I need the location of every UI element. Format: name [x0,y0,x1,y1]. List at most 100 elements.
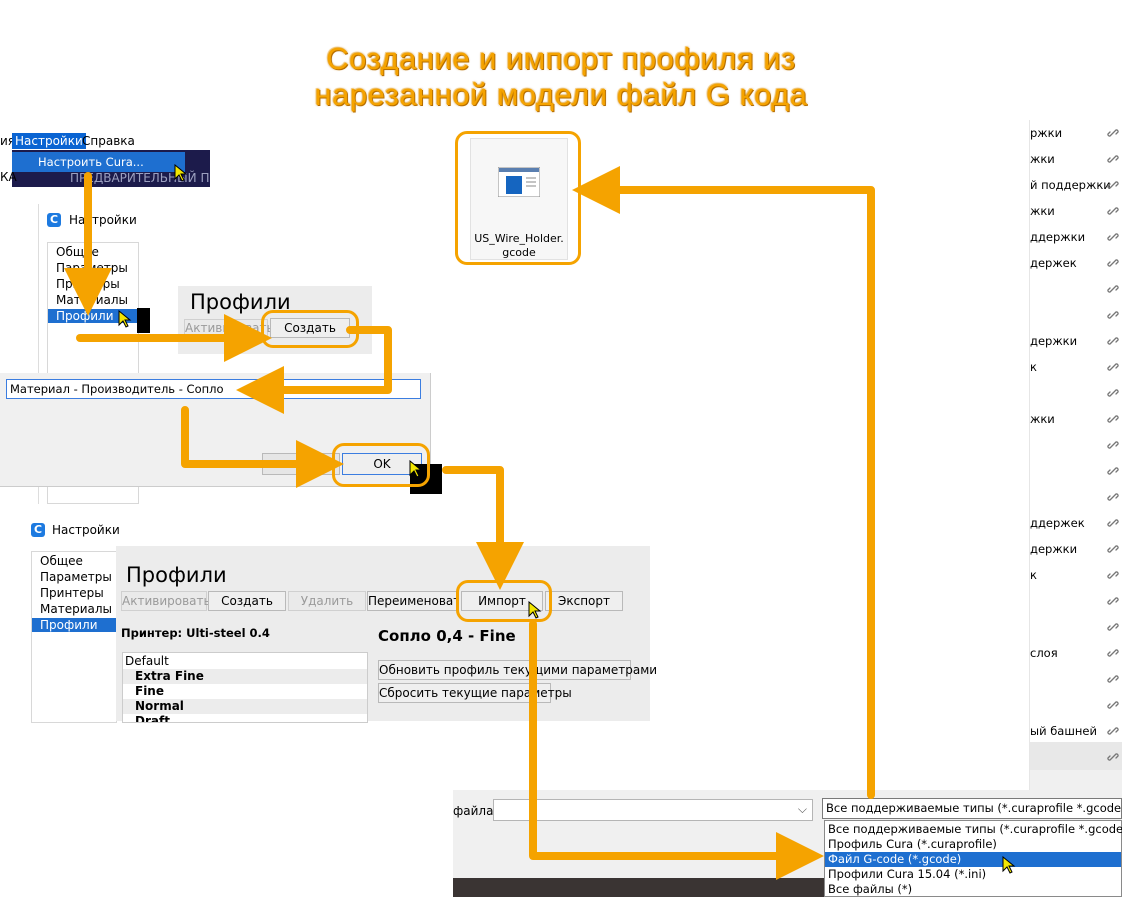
filter-option[interactable]: Профиль Cura (*.curaprofile) [828,837,997,851]
sidebar-item-printers[interactable]: Принтеры [56,277,120,291]
prefs-large-sidebar: Общее Параметры Принтеры Материалы Профи… [31,551,117,723]
link-icon[interactable] [1107,595,1119,607]
activate-button-small[interactable]: Активировать [184,319,274,337]
profile-list: Default Extra Fine Fine Normal Draft [122,652,368,723]
prefs-large-title: Настройки [52,523,120,537]
setting-row-label: ддержек [1030,516,1085,530]
link-icon[interactable] [1107,647,1119,659]
link-icon[interactable] [1107,413,1119,425]
ok-button[interactable]: OK [342,453,422,475]
setting-row-label: держки [1030,334,1078,348]
sidebar-item-materials[interactable]: Материалы [40,602,112,616]
cura-logo-icon: C [47,212,61,227]
left-fragment: КА [0,170,17,184]
cura-logo-icon-large: C [31,522,45,537]
setting-row-label: й поддержки [1030,178,1111,192]
filename-label: файла: [453,804,498,818]
link-icon[interactable] [1107,309,1119,321]
menu-help[interactable]: Справка [82,134,135,148]
link-icon[interactable] [1107,231,1119,243]
profile-name-input[interactable]: Материал - Производитель - Сопло [6,379,421,399]
sidebar-item-profiles[interactable]: Профили [32,618,116,632]
menubar: ия Настройки Справка [0,131,200,151]
link-icon[interactable] [1107,153,1119,165]
filter-option[interactable]: Все файлы (*) [828,882,913,896]
link-icon[interactable] [1107,179,1119,191]
link-icon[interactable] [1107,699,1119,711]
link-icon[interactable] [1107,387,1119,399]
setting-row-label: к [1030,360,1037,374]
file-dialog: файла: ⌵ Все поддерживаемые типы (*.cura… [453,790,1122,897]
list-item[interactable]: Default [125,654,169,668]
dark-strip [453,878,825,897]
list-item[interactable]: Extra Fine [123,669,367,684]
setting-row-label: жки [1030,412,1055,426]
link-icon[interactable] [1107,569,1119,581]
printer-label: Принтер: Ulti-steel 0.4 [121,626,270,640]
highlight-create [261,310,359,348]
delete-button[interactable]: Удалить [288,591,366,611]
link-icon[interactable] [1107,491,1119,503]
prefs-small-title: Настройки [69,213,137,227]
list-item[interactable]: Draft [135,714,170,723]
link-icon[interactable] [1107,725,1119,737]
reset-settings-button[interactable]: Сбросить текущие параметры [378,683,572,703]
sidebar-item-settings[interactable]: Параметры [56,261,128,275]
create-button[interactable]: Создать [208,591,286,611]
filter-option[interactable]: Все поддерживаемые типы (*.curaprofile *… [828,822,1122,836]
setting-row-label: к [1030,568,1037,582]
update-profile-button[interactable]: Обновить профиль текущими параметрами [378,660,657,680]
link-icon[interactable] [1107,517,1119,529]
sidebar-item-materials[interactable]: Материалы [56,293,128,307]
link-icon[interactable] [1107,673,1119,685]
link-icon[interactable] [1107,283,1119,295]
configure-cura-item[interactable]: Настроить Cura... [12,152,185,172]
link-icon[interactable] [1107,257,1119,269]
cancel-button-partial[interactable] [262,453,340,475]
filter-option[interactable]: Профили Cura 15.04 (*.ini) [828,867,987,881]
link-icon[interactable] [1107,361,1119,373]
link-icon[interactable] [1107,127,1119,139]
gcode-file[interactable]: US_Wire_Holder. gcode [470,138,568,260]
import-button[interactable]: Импорт [461,591,543,611]
setting-row-label: ддержки [1030,230,1086,244]
filter-select[interactable]: Все поддерживаемые типы (*.curaprofile *… [822,798,1122,819]
sidebar-item-general[interactable]: Общее [56,245,99,259]
section-header-bg [1030,742,1122,770]
link-icon[interactable] [1107,335,1119,347]
activate-button[interactable]: Активировать [121,591,211,611]
link-icon[interactable] [1107,465,1119,477]
page-title-line1: Создание и импорт профиля из [326,41,796,76]
right-settings-list: ржки жки й поддержки жки ддержки держек держки… [1029,120,1122,800]
link-icon[interactable] [1107,543,1119,555]
menu-partial-item[interactable]: ия [0,134,16,148]
configure-cura-label: Настроить Cura... [38,155,144,169]
setting-row-label: ый башней [1030,724,1097,738]
menu-settings[interactable]: Настройки [12,133,86,149]
list-item[interactable]: Normal [123,699,367,714]
cursor-icon [1002,856,1016,874]
chevron-down-icon: ⌵ [797,802,807,816]
filter-option-gcode[interactable]: Файл G-code (*.gcode) [825,852,1121,867]
rename-button[interactable]: Переименовать [367,591,459,611]
prefs-large-window: C Настройки Общее Параметры Принтеры Мат… [22,514,657,723]
link-icon[interactable] [1107,751,1119,763]
crop-edge [137,308,150,333]
cursor-icon [118,310,132,328]
sidebar-item-general[interactable]: Общее [40,554,83,568]
sidebar-item-settings[interactable]: Параметры [40,570,112,584]
gcode-file-icon [498,167,540,197]
setting-row-label: жки [1030,152,1055,166]
export-button[interactable]: Экспорт [545,591,623,611]
profiles-heading: Профили [126,563,227,587]
setting-row-label: слоя [1030,646,1058,660]
setting-row-label: держек [1030,256,1077,270]
link-icon[interactable] [1107,205,1119,217]
link-icon[interactable] [1107,621,1119,633]
sidebar-item-printers[interactable]: Принтеры [40,586,104,600]
setting-row-label: ржки [1030,126,1063,140]
list-item[interactable]: Fine [135,684,164,698]
link-icon[interactable] [1107,439,1119,451]
filename-input[interactable]: ⌵ [493,799,813,821]
filter-options: Все поддерживаемые типы (*.curaprofile *… [824,820,1122,897]
